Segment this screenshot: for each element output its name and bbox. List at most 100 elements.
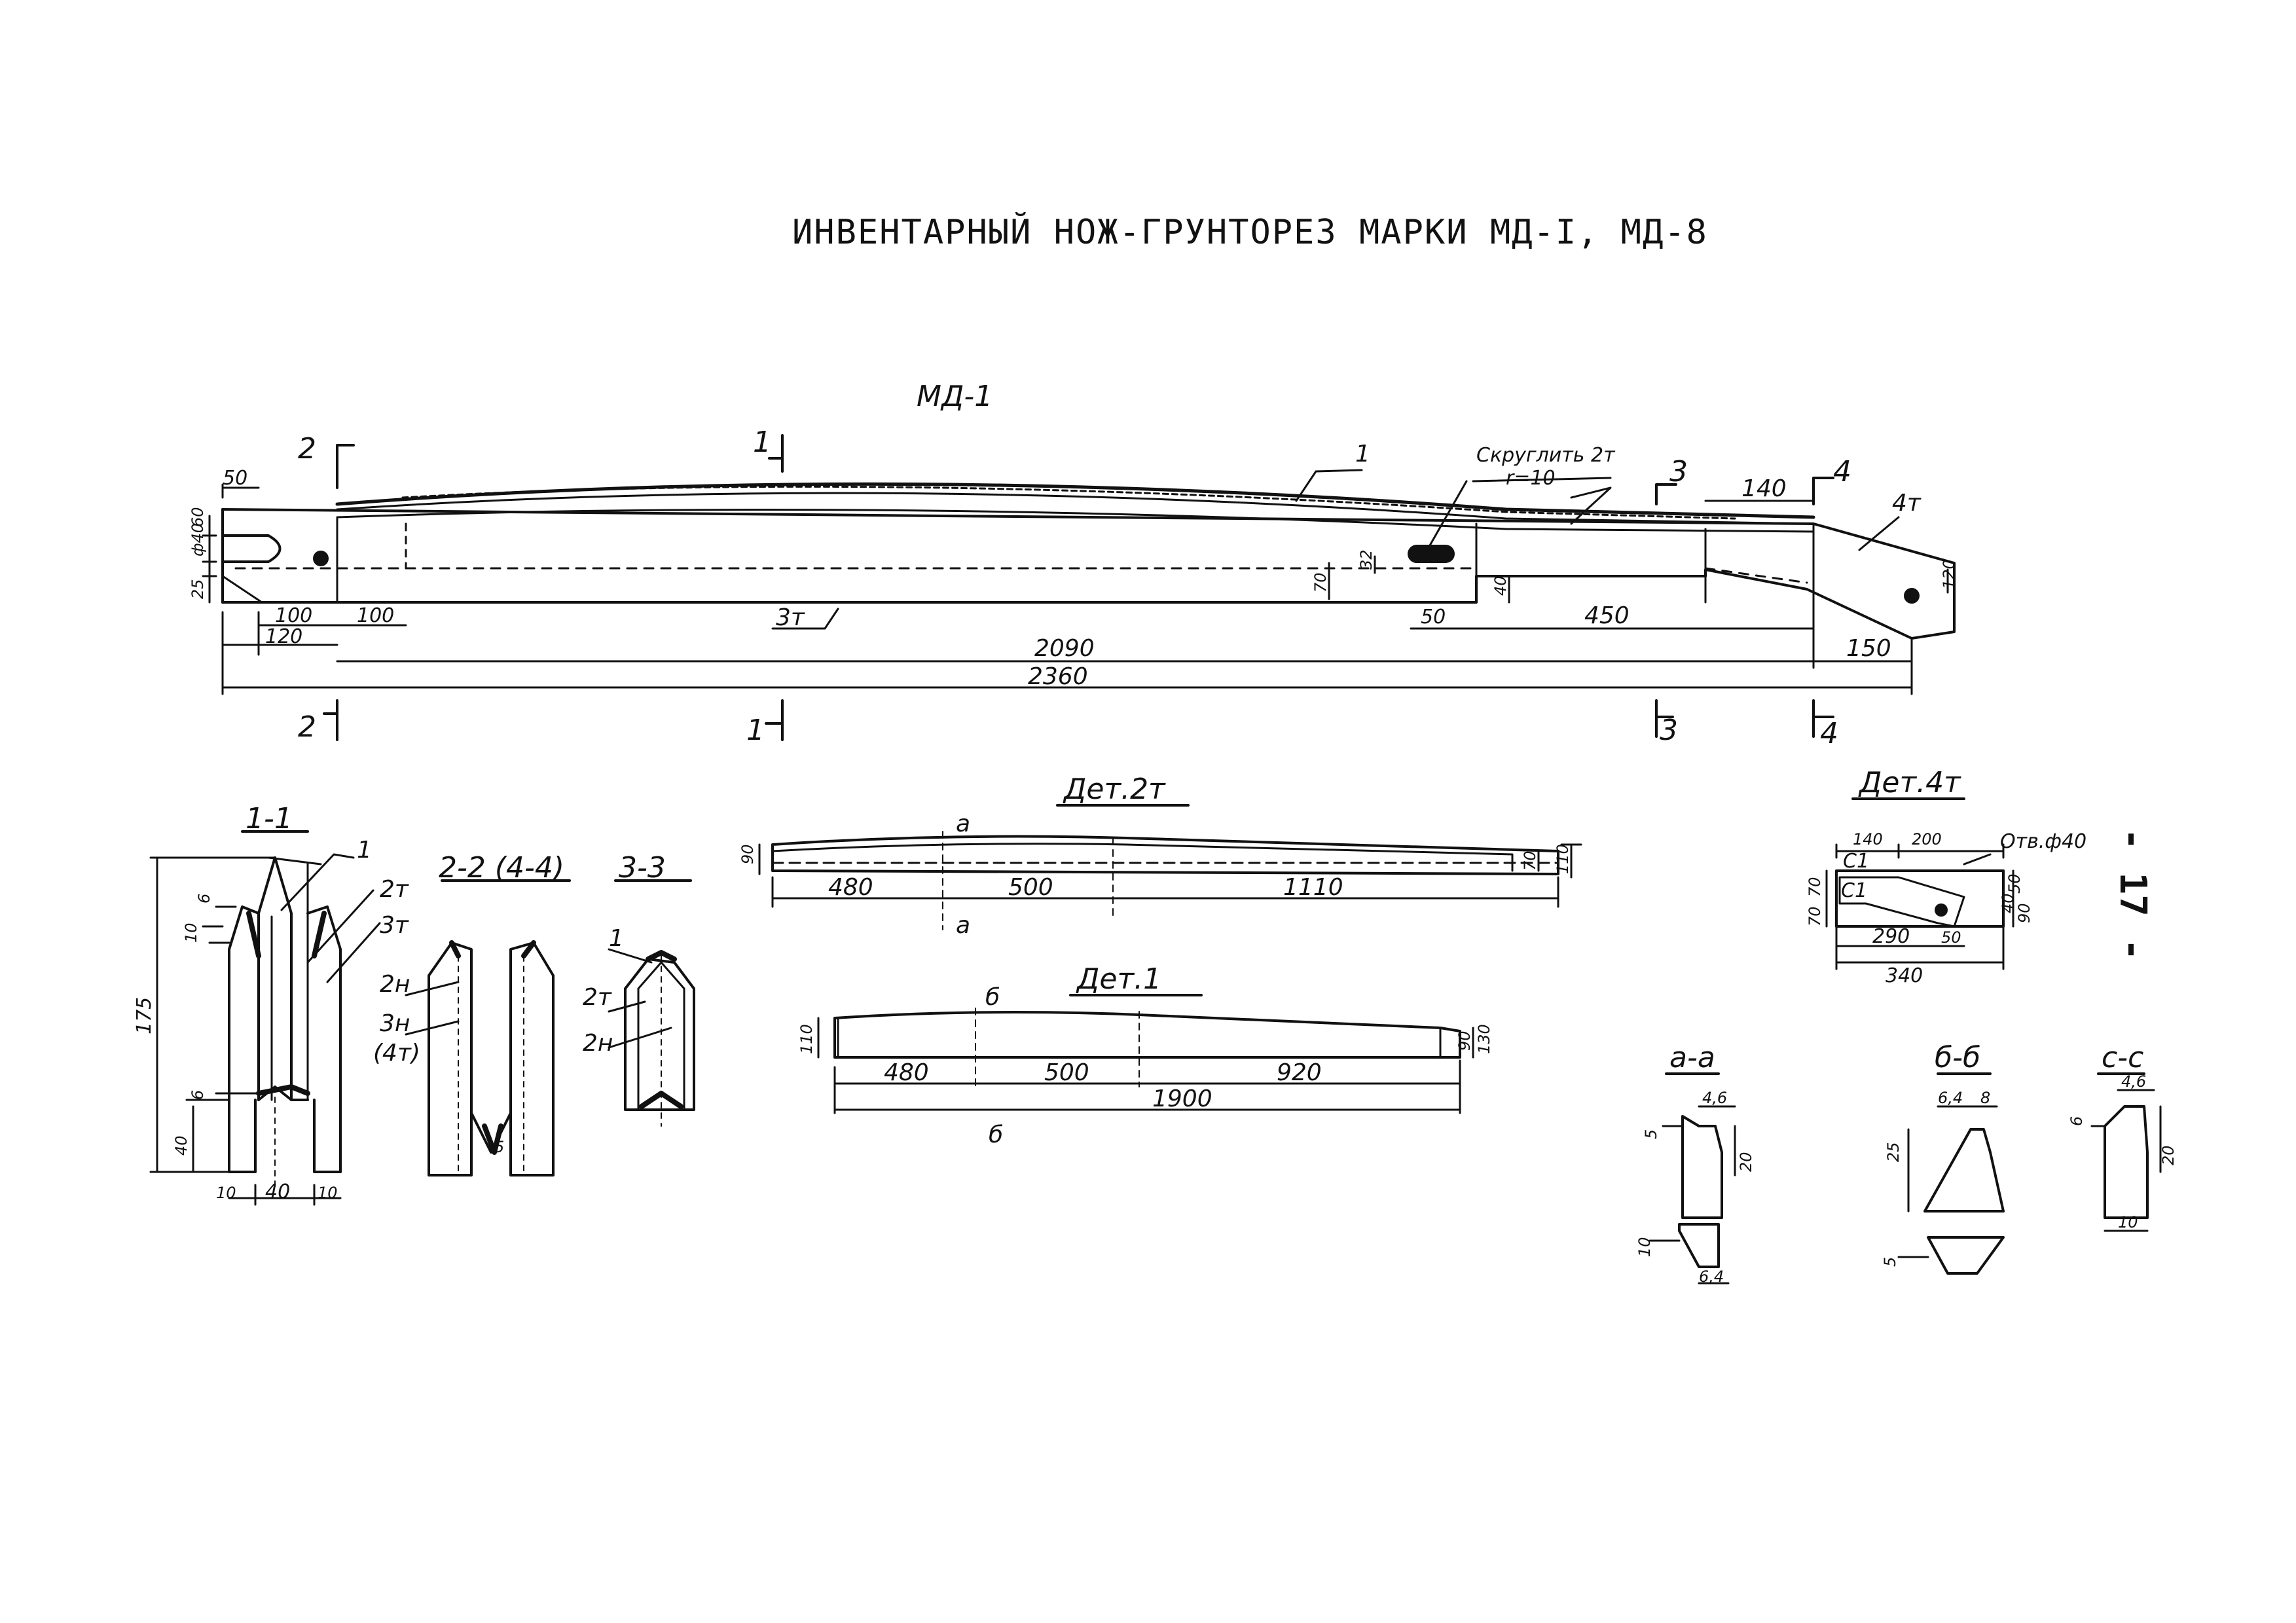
section-c-c-dim-6: 6 bbox=[2068, 1116, 2086, 1126]
detail-4-label: Дет.4т bbox=[1858, 766, 1961, 799]
detail-1-dim-920: 920 bbox=[1277, 1059, 1322, 1086]
dim-120: 120 bbox=[265, 625, 302, 648]
section-c-c-dim-20: 20 bbox=[2159, 1145, 2178, 1165]
detail-2-dim-110: 110 bbox=[1554, 844, 1572, 874]
section-b-b bbox=[1897, 1072, 2005, 1275]
dim-40-v: 40 bbox=[172, 1135, 191, 1156]
callout-part-1: 1 bbox=[1355, 441, 1370, 467]
callout-radius: r=10 bbox=[1506, 467, 1556, 490]
detail-1-cut-bottom: б bbox=[989, 1122, 1003, 1148]
dim-450: 450 bbox=[1584, 602, 1630, 629]
section-3-3 bbox=[608, 879, 695, 1127]
detail-2-dim-480: 480 bbox=[828, 874, 873, 901]
dim-2090: 2090 bbox=[1034, 635, 1095, 662]
detail-4-dim-40: 40 bbox=[1999, 893, 2017, 913]
detail-4-dim-50-b: 50 bbox=[1941, 928, 1961, 947]
dim-175: 175 bbox=[133, 997, 156, 1034]
section-b-b-dim-64: 6,4 bbox=[1938, 1089, 1963, 1107]
detail-1-cut-top: б bbox=[985, 984, 1000, 1011]
detail-4-dim-70-a: 70 bbox=[1806, 877, 1824, 897]
section-mark-3-bottom: 3 bbox=[1660, 714, 1678, 747]
oval-slot bbox=[1408, 545, 1455, 563]
dim-2360: 2360 bbox=[1028, 663, 1088, 690]
section-3-3-callout-2n: 2н bbox=[583, 1030, 613, 1057]
section-1-1 bbox=[149, 830, 381, 1206]
main-view-label: МД-1 bbox=[917, 380, 993, 413]
main-view bbox=[202, 434, 1956, 741]
section-a-a-dim-20: 20 bbox=[1737, 1152, 1755, 1172]
dim-100-b: 100 bbox=[357, 604, 394, 627]
section-b-b-label: б-б bbox=[1935, 1041, 1980, 1074]
section-b-b-dim-8: 8 bbox=[1980, 1089, 1990, 1107]
dim-10-a: 10 bbox=[216, 1184, 236, 1202]
section-c-c-dim-46: 4,6 bbox=[2121, 1072, 2146, 1091]
section-1-1-callout-1: 1 bbox=[357, 837, 372, 864]
dim-10-b: 10 bbox=[318, 1184, 338, 1202]
section-mark-2-top: 2 bbox=[298, 432, 316, 465]
section-c-c-label: с-с bbox=[2102, 1041, 2143, 1074]
detail-4-dim-50: 50 bbox=[2005, 873, 2024, 894]
detail-1-label: Дет.1 bbox=[1076, 962, 1161, 996]
dim-40-h: 40 bbox=[265, 1180, 290, 1203]
dim-phi40: ф40 bbox=[189, 523, 207, 556]
detail-4-dim-200: 200 bbox=[1912, 830, 1942, 848]
section-2-2-dim-5: 5 bbox=[494, 1138, 504, 1156]
section-c-c bbox=[2090, 1072, 2162, 1232]
section-b-b-dim-5: 5 bbox=[1881, 1257, 1899, 1267]
dim-100-a: 100 bbox=[275, 604, 312, 627]
detail-2-label: Дет.2т bbox=[1063, 773, 1166, 806]
section-1-1-label: 1-1 bbox=[246, 802, 293, 835]
section-mark-1-bottom: 1 bbox=[746, 714, 765, 747]
dim-6-a: 6 bbox=[195, 894, 213, 903]
detail-2-cut-bottom: а bbox=[956, 912, 970, 939]
section-a-a-dim-64: 6,4 bbox=[1699, 1267, 1724, 1286]
section-a-a bbox=[1649, 1072, 1736, 1285]
section-3-3-callout-1: 1 bbox=[609, 925, 624, 952]
detail-4 bbox=[1825, 797, 2014, 970]
dim-70: 70 bbox=[1311, 572, 1330, 593]
detail-4-dim-90: 90 bbox=[2015, 903, 2033, 923]
section-2-2-callout-2n: 2н bbox=[380, 971, 410, 998]
section-2-2-callout-3n: 3н bbox=[380, 1010, 410, 1037]
section-2-2-label: 2-2 (4-4) bbox=[439, 851, 564, 884]
section-c-c-dim-10: 10 bbox=[2118, 1213, 2138, 1231]
sheet-title: ИНВЕНТАРНЫЙ НОЖ-ГРУНТОРЕЗ МАРКИ МД-I, МД… bbox=[792, 213, 1708, 252]
dim-50: 50 bbox=[223, 467, 247, 490]
detail-2-dim-90: 90 bbox=[738, 844, 757, 864]
detail-1-dim-500: 500 bbox=[1044, 1059, 1089, 1086]
dim-60: 60 bbox=[189, 507, 207, 527]
end-slot bbox=[221, 534, 282, 563]
section-mark-3-top: 3 bbox=[1669, 455, 1688, 488]
dim-32: 32 bbox=[1357, 549, 1376, 570]
detail-2-dim-70: 70 bbox=[1521, 850, 1539, 871]
callout-round-part-2: Скруглить 2т bbox=[1476, 444, 1616, 467]
detail-4-dim-340: 340 bbox=[1886, 964, 1923, 987]
detail-4-dim-290: 290 bbox=[1872, 925, 1910, 948]
dim-140: 140 bbox=[1741, 475, 1787, 502]
section-mark-4-top: 4 bbox=[1833, 455, 1851, 488]
detail-4-chamfer-2: С1 bbox=[1841, 879, 1867, 902]
detail-4-dim-140: 140 bbox=[1853, 830, 1883, 848]
dim-10-v: 10 bbox=[182, 922, 200, 943]
knife-body bbox=[221, 508, 1956, 640]
section-2-2 bbox=[405, 879, 571, 1176]
section-3-3-callout-2t: 2т bbox=[583, 984, 612, 1011]
callout-part-4: 4т bbox=[1892, 490, 1922, 517]
section-a-a-dim-5: 5 bbox=[1642, 1129, 1660, 1139]
dim-120-b: 120 bbox=[1940, 559, 1958, 589]
section-a-a-dim-10: 10 bbox=[1635, 1237, 1654, 1257]
section-b-b-dim-25: 25 bbox=[1884, 1142, 1903, 1162]
detail-1-dim-1900: 1900 bbox=[1152, 1085, 1212, 1112]
section-mark-4-bottom: 4 bbox=[1820, 717, 1838, 750]
section-a-a-label: а-а bbox=[1669, 1041, 1715, 1074]
detail-1-dim-110: 110 bbox=[797, 1024, 816, 1054]
section-mark-1-top: 1 bbox=[753, 426, 771, 459]
detail-4-hole: Отв.ф40 bbox=[2000, 830, 2086, 853]
detail-4-chamfer-1: С1 bbox=[1843, 850, 1869, 873]
section-a-a-dim-46: 4,6 bbox=[1702, 1089, 1727, 1107]
callout-part-3: 3т bbox=[776, 604, 805, 631]
detail-2-dim-1110: 1110 bbox=[1283, 874, 1343, 901]
detail-1 bbox=[817, 994, 1474, 1114]
